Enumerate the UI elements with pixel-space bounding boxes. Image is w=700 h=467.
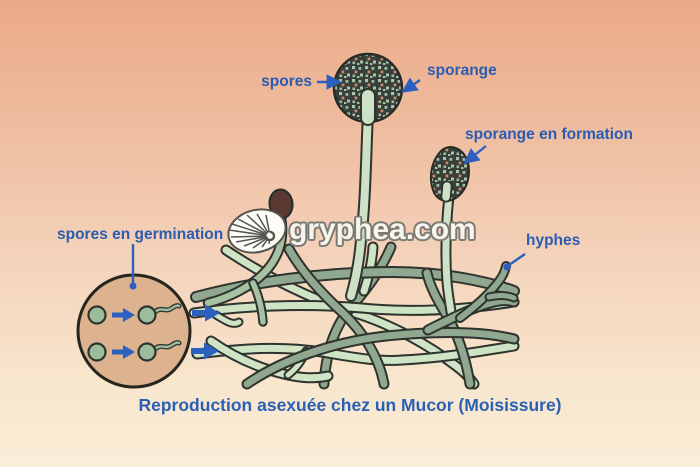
label-spores: spores [261, 73, 312, 90]
sporange-formation-pointer [463, 145, 487, 164]
label-spores-en-germination: spores en germination [57, 226, 224, 243]
arrow-right-icon [192, 304, 220, 322]
germination-magnifier [76, 273, 192, 389]
pointer-lines [129, 74, 526, 290]
spore-cell [87, 305, 107, 325]
flow-arrows [191, 304, 220, 360]
germinating-spore-cell [137, 305, 157, 325]
young-sporangium [268, 188, 294, 220]
sporangiophore-stalks [202, 108, 457, 327]
label-sporange-en-formation: sporange en formation [465, 126, 633, 143]
hyphes-pointer [508, 253, 526, 266]
germination-pointer-dot [129, 282, 137, 290]
magnifier-circle [76, 273, 192, 389]
mature-sporangium [332, 52, 404, 126]
diagram-caption: Reproduction asexuée chez un Mucor (Mois… [138, 395, 562, 415]
label-sporange: sporange [427, 62, 497, 79]
arrow-right-icon [112, 345, 135, 359]
germinating-spore-cell [137, 342, 157, 362]
forming-sporangium [429, 145, 471, 203]
label-hyphes: hyphes [526, 232, 581, 249]
spore-cell [87, 342, 107, 362]
sporange-pointer [401, 77, 421, 93]
arrow-right-icon [191, 342, 219, 360]
hyphes-pointer-dot [503, 263, 511, 271]
arrow-right-icon [112, 308, 135, 322]
hyphae-network-front [241, 243, 520, 390]
